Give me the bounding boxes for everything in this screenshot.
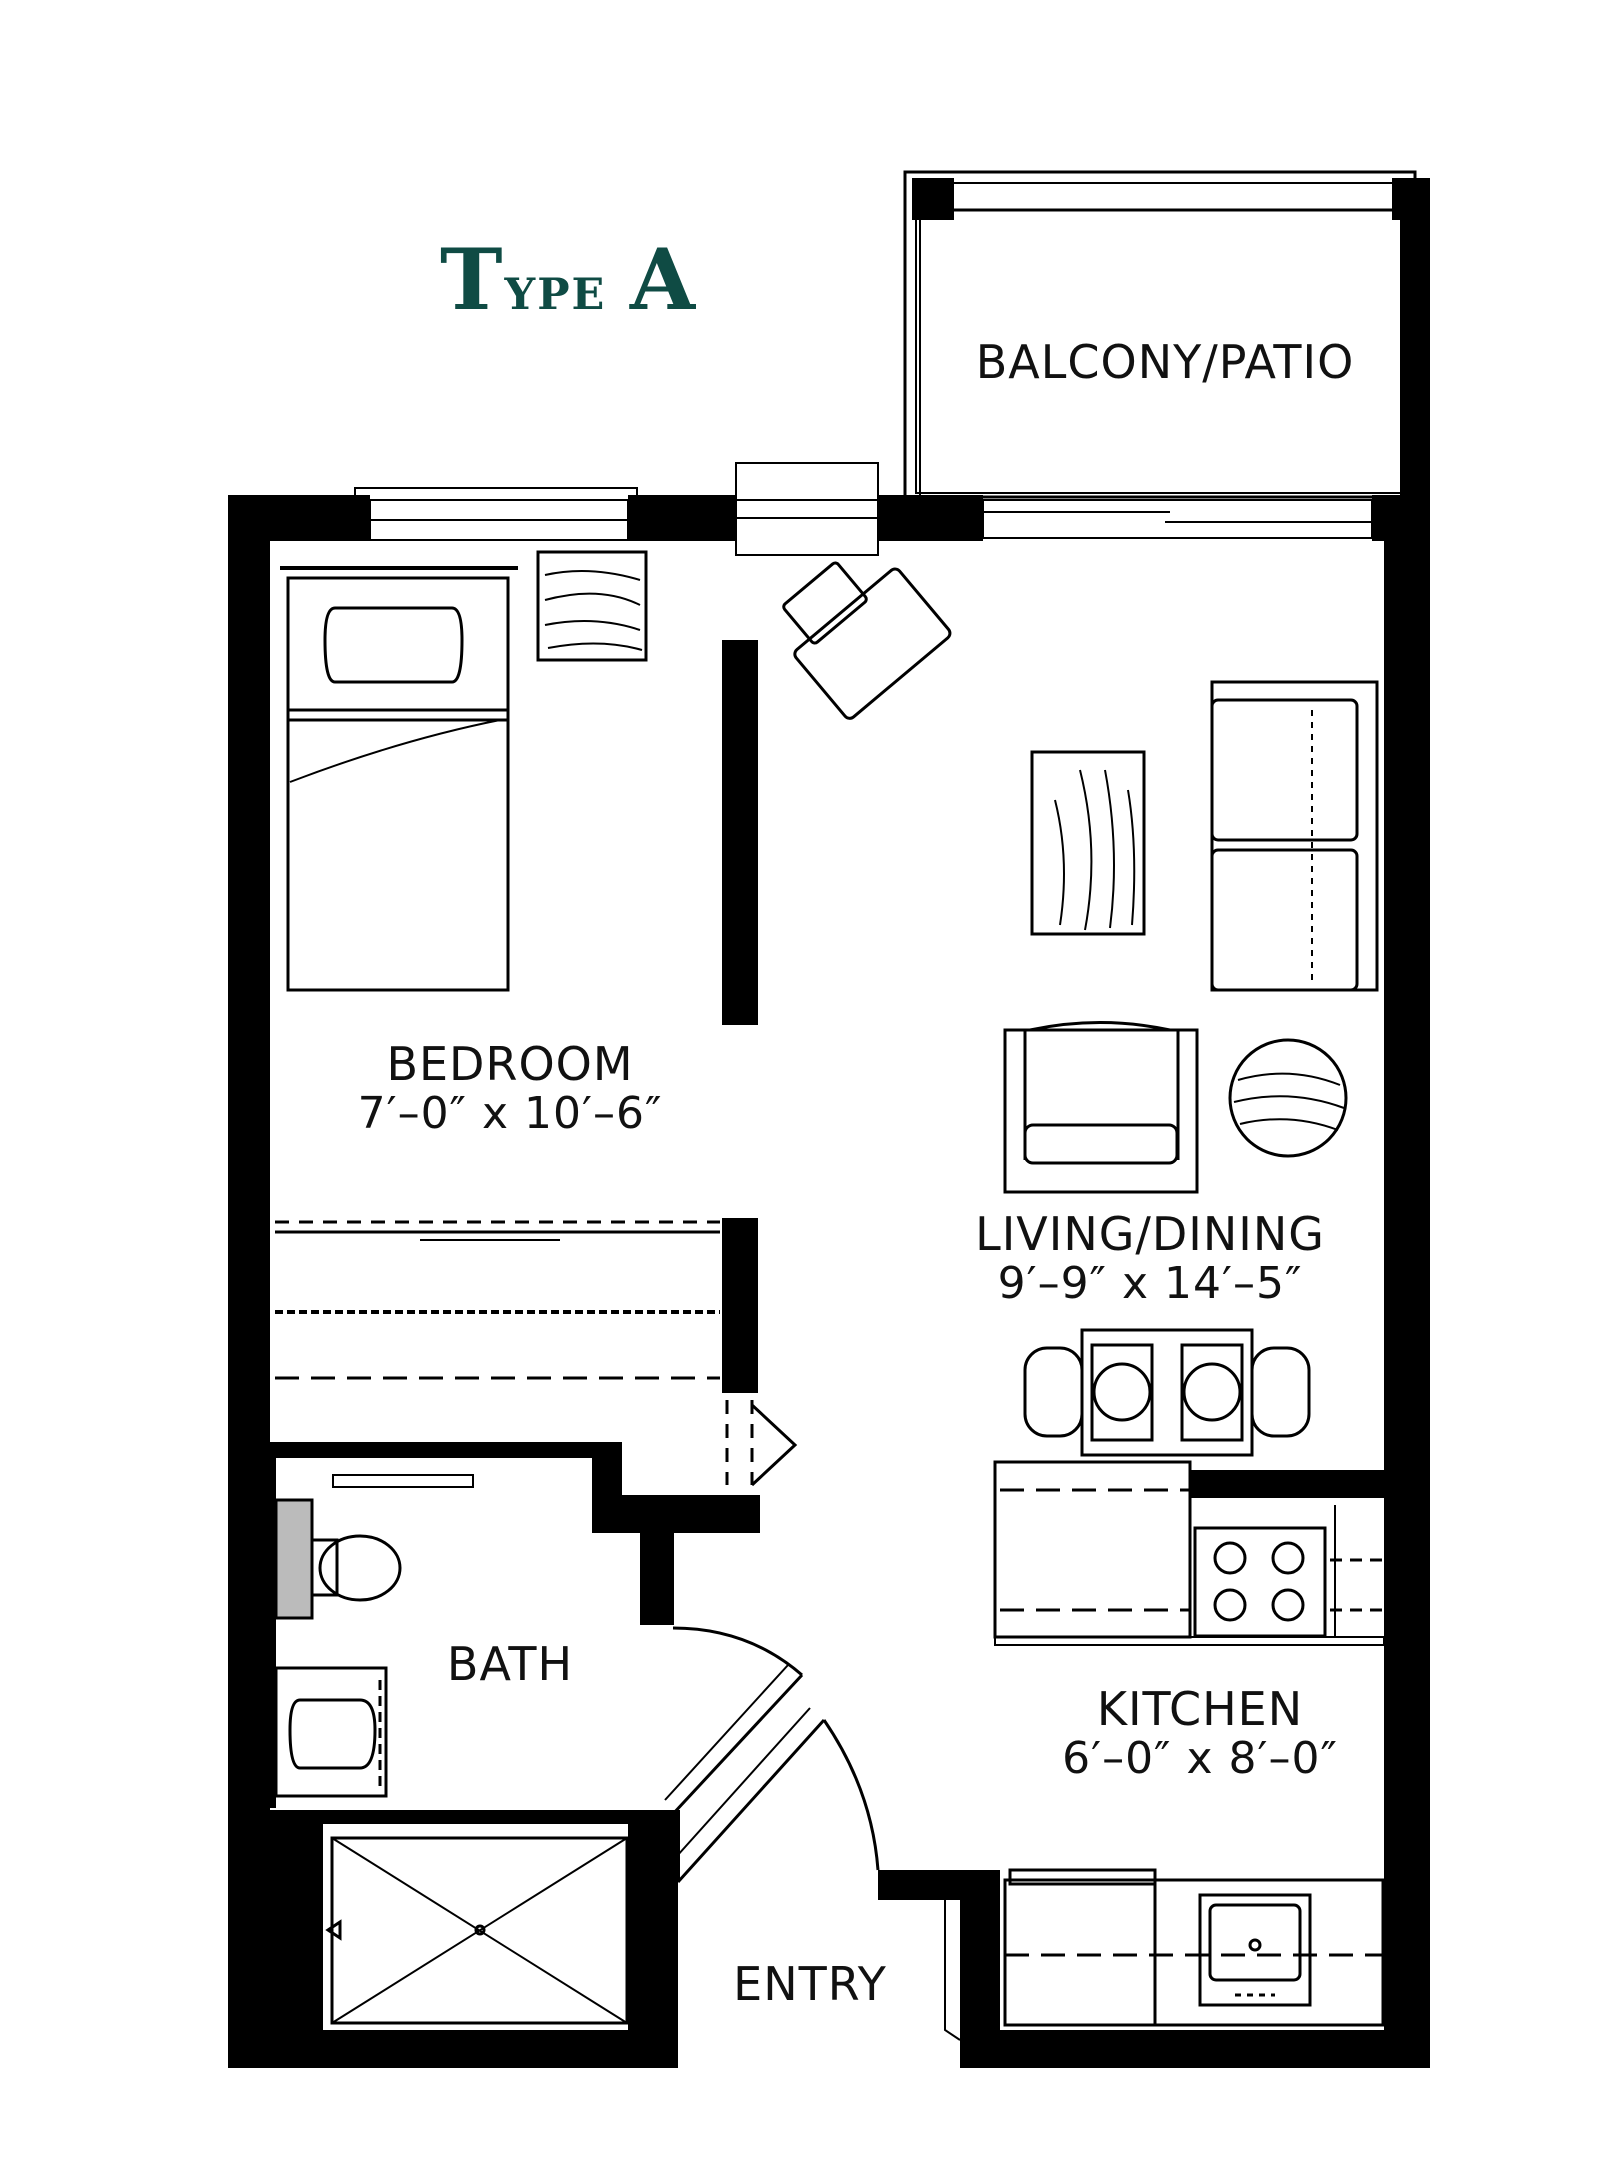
bed <box>280 566 518 992</box>
interior-walls <box>270 640 1384 1900</box>
stove <box>1193 1505 1384 1638</box>
living-dining-label: LIVING/DINING 9′–9″ x 14′–5″ <box>975 1207 1325 1309</box>
bedroom-label: BEDROOM 7′–0″ x 10′–6″ <box>357 1037 663 1139</box>
kitchen-label: KITCHEN 6′–0″ x 8′–0″ <box>1062 1682 1338 1784</box>
living-window <box>735 462 879 556</box>
patio-sliding-door <box>982 499 1373 539</box>
sofa <box>1210 680 1379 992</box>
kitchen-sink <box>1198 1893 1312 2007</box>
bath-label: BATH <box>446 1637 574 1691</box>
armchair <box>1003 1021 1199 1194</box>
plan-title: Type A <box>440 230 698 329</box>
entry-door <box>667 1707 961 2041</box>
entry-label: ENTRY <box>733 1957 887 2011</box>
balcony-railing <box>903 170 1417 499</box>
desk-chair <box>782 561 952 720</box>
nightstand <box>536 550 648 662</box>
bedroom-window <box>354 487 638 541</box>
bath-door <box>664 1626 804 1817</box>
bedroom-door <box>725 1400 798 1487</box>
kitchen-counter <box>993 1460 1385 1646</box>
coffee-table <box>1030 750 1146 936</box>
balcony-posts <box>912 178 1430 498</box>
bath-walls-fill <box>270 1458 276 1808</box>
bath-towel-bar <box>332 1474 474 1488</box>
shower <box>325 1836 629 2025</box>
vanity-sink <box>274 1666 388 1798</box>
kitchen-lower-counter <box>1003 1868 1385 2027</box>
dining-table <box>1023 1328 1311 1457</box>
balcony-label: BALCONY/PATIO <box>975 335 1355 389</box>
exterior-walls <box>228 495 1430 2068</box>
side-table <box>1228 1038 1348 1158</box>
toilet <box>274 1498 402 1620</box>
closet <box>275 1220 720 1380</box>
